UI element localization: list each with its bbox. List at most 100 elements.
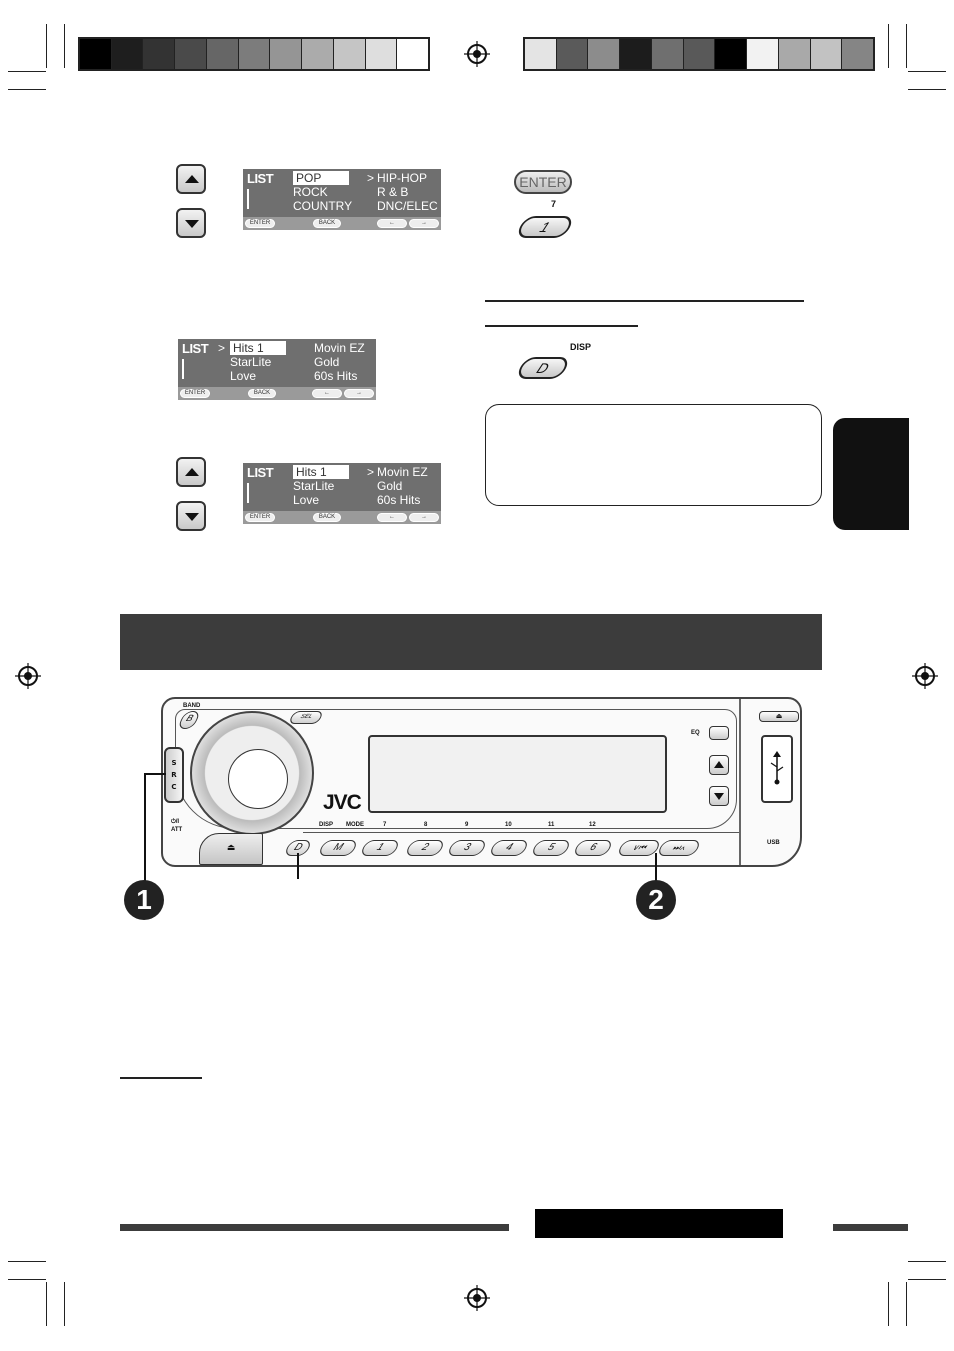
crop-mark [888,1282,889,1326]
list-heading: LIST [247,171,274,186]
list-item[interactable]: Movin EZ [314,341,365,355]
up-arrow-button[interactable] [176,457,206,487]
list-item[interactable]: COUNTRY [293,199,353,213]
right-arrow-icon: → [409,513,439,522]
color-swatch [588,39,621,69]
left-arrow-icon: ← [377,219,407,228]
left-arrow-icon: ← [312,389,342,398]
eject-button[interactable]: ⏏ [199,833,263,865]
color-swatch [778,39,811,69]
down-arrow-icon [714,793,724,800]
list-item[interactable]: 60s Hits [377,493,421,507]
color-swatch [143,39,176,69]
color-swatch [365,39,398,69]
button-strip-line [303,832,739,834]
eq-button[interactable] [709,726,729,740]
list-item[interactable]: Movin EZ [377,465,428,479]
preset-7-label: 7 [551,199,557,209]
right-column: Movin EZ Gold 60s Hits [377,465,428,507]
power-label: ⏻/I [171,819,180,825]
crop-mark [64,24,65,68]
preset-4-panel-button[interactable]: 4 [488,840,530,856]
rule-line [485,300,804,302]
list-item[interactable]: ROCK [293,185,328,199]
mode-label: MODE [346,822,364,828]
color-swatch [111,39,144,69]
color-swatch [333,39,366,69]
color-swatch [747,39,779,69]
color-swatch [556,39,589,69]
preset-2-panel-button[interactable]: 2 [404,840,446,856]
preset-5-panel-button[interactable]: 5 [530,840,572,856]
list-heading: LIST [182,341,209,356]
crop-mark [46,24,47,68]
preset-3-panel-button[interactable]: 3 [446,840,488,856]
down-arrow-button[interactable] [176,208,206,238]
list-item[interactable]: HIP-HOP [377,171,428,185]
src-button[interactable]: S R C [164,747,184,803]
preset-upper-9: 9 [465,822,469,828]
panel-down-button[interactable] [709,786,729,806]
color-swatch [810,39,843,69]
left-column: Hits 1 StarLite Love [230,341,286,383]
list-item[interactable]: 60s Hits [314,369,358,383]
list-item[interactable]: StarLite [293,479,335,493]
usb-port[interactable] [761,735,793,803]
lcd-footer: ENTER BACK ← → [178,387,376,400]
lcd-station-list: LIST > Hits 1 StarLite Love Movin EZ Gol… [178,339,376,400]
callout-2: 2 [636,880,676,920]
skip-forward-button[interactable]: ⏭∧ [656,840,702,856]
preset-1-button[interactable]: 1 [514,216,576,238]
color-swatch [270,39,303,69]
color-swatch [80,39,112,69]
callout-line [144,773,146,881]
list-item[interactable]: Gold [377,479,403,493]
right-arrow-icon: → [409,219,439,228]
mode-panel-button[interactable]: M [317,840,359,856]
list-item[interactable]: DNC/ELEC [377,199,438,213]
enter-button[interactable]: ENTER [514,170,572,194]
preset-upper-12: 12 [589,822,596,828]
footer-rule [120,1224,509,1231]
control-dial[interactable] [190,711,314,835]
preset-1-panel-button[interactable]: 1 [359,840,401,856]
note-box [485,404,822,506]
panel-eject-top-button[interactable]: ⏏ [759,711,799,722]
crop-mark [908,1261,946,1262]
selected-item[interactable]: Hits 1 [293,465,349,479]
back-pill: BACK [313,513,341,522]
list-item[interactable]: Gold [314,355,340,369]
up-arrow-icon [185,468,199,476]
crop-mark [8,71,46,72]
down-arrow-icon [185,220,199,228]
disp-button[interactable]: D [514,357,572,379]
preset-upper-11: 11 [548,822,555,828]
dial-center [228,749,288,809]
divider [247,483,249,503]
registration-mark-icon [464,41,490,67]
crop-mark [64,1282,65,1326]
crop-mark [908,89,946,90]
src-letter: C [171,783,177,791]
lcd-footer: ENTER BACK ← → [243,511,441,524]
selected-item[interactable]: POP [293,171,349,185]
att-label: ATT [171,827,183,833]
callout-line [144,773,166,775]
list-item[interactable]: R & B [377,185,409,199]
enter-pill: ENTER [245,513,275,522]
crop-mark [906,1282,907,1326]
list-item[interactable]: Love [230,369,257,383]
preset-6-panel-button[interactable]: 6 [572,840,614,856]
crop-mark [46,1282,47,1326]
callout-line [655,853,657,881]
list-item[interactable]: Love [293,493,320,507]
list-heading: LIST [247,465,274,480]
lcd-display [368,735,667,813]
up-arrow-button[interactable] [176,164,206,194]
down-arrow-button[interactable] [176,501,206,531]
band-label: BAND [183,703,201,709]
panel-up-button[interactable] [709,755,729,775]
selected-item[interactable]: Hits 1 [230,341,286,355]
list-item[interactable]: StarLite [230,355,272,369]
language-tab [833,418,909,530]
